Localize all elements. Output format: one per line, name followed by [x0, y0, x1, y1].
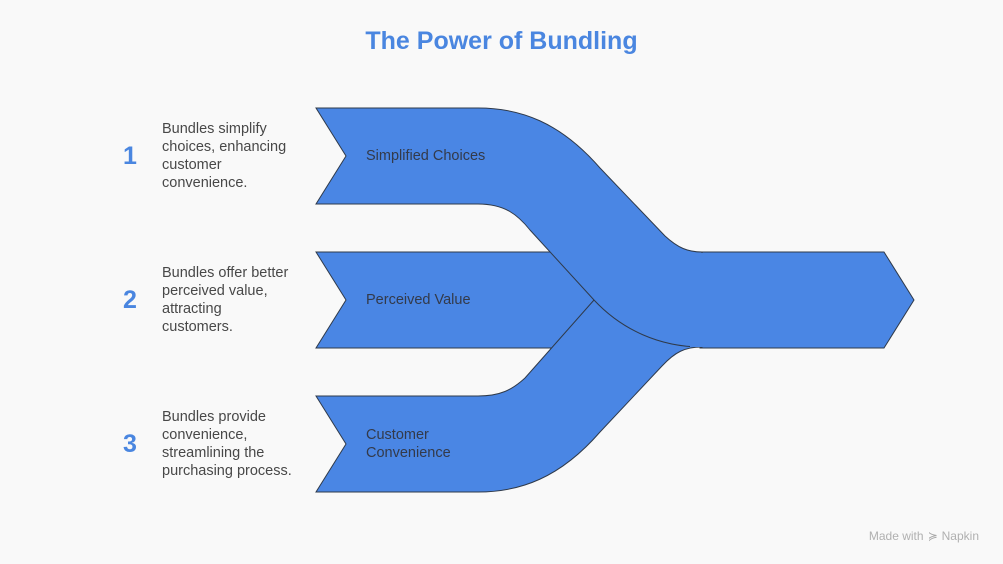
step-number-2: 2 — [123, 286, 137, 314]
watermark[interactable]: Made with ≽ Napkin — [869, 529, 979, 543]
desc-line: perceived value, — [162, 283, 268, 299]
seam-cover — [690, 253, 710, 347]
desc-line: choices, enhancing — [162, 139, 287, 155]
desc-line: customers. — [162, 319, 233, 335]
desc-line: convenience. — [162, 175, 248, 191]
step-number-3: 3 — [123, 430, 137, 458]
label-line: Customer — [366, 427, 429, 443]
watermark-brand: Napkin — [941, 529, 979, 543]
desc-line: attracting — [162, 301, 222, 317]
arrow-customer-convenience — [315, 299, 703, 493]
desc-line: Bundles simplify — [162, 121, 267, 137]
label-line: Convenience — [366, 445, 451, 461]
arrow-label-2: Perceived Value — [366, 291, 471, 309]
napkin-logo-icon: ≽ — [927, 529, 938, 543]
step-description-2: Bundles offer better perceived value, at… — [162, 264, 312, 336]
arrow-label-1: Simplified Choices — [366, 147, 485, 165]
desc-line: Bundles provide — [162, 409, 266, 425]
label-line: Perceived Value — [366, 292, 471, 308]
desc-line: Bundles offer better — [162, 265, 289, 281]
step-description-1: Bundles simplify choices, enhancing cust… — [162, 120, 312, 192]
arrow-output — [699, 251, 915, 349]
step-description-3: Bundles provide convenience, streamlinin… — [162, 408, 312, 480]
step-number-1: 1 — [123, 142, 137, 170]
desc-line: customer — [162, 157, 222, 173]
desc-line: convenience, — [162, 427, 248, 443]
desc-line: streamlining the — [162, 445, 265, 461]
watermark-text: Made with — [868, 529, 924, 543]
page-title: The Power of Bundling — [365, 27, 638, 55]
arrow-label-3: Customer Convenience — [366, 426, 451, 462]
label-line: Simplified Choices — [366, 148, 486, 164]
desc-line: purchasing process. — [162, 463, 292, 479]
